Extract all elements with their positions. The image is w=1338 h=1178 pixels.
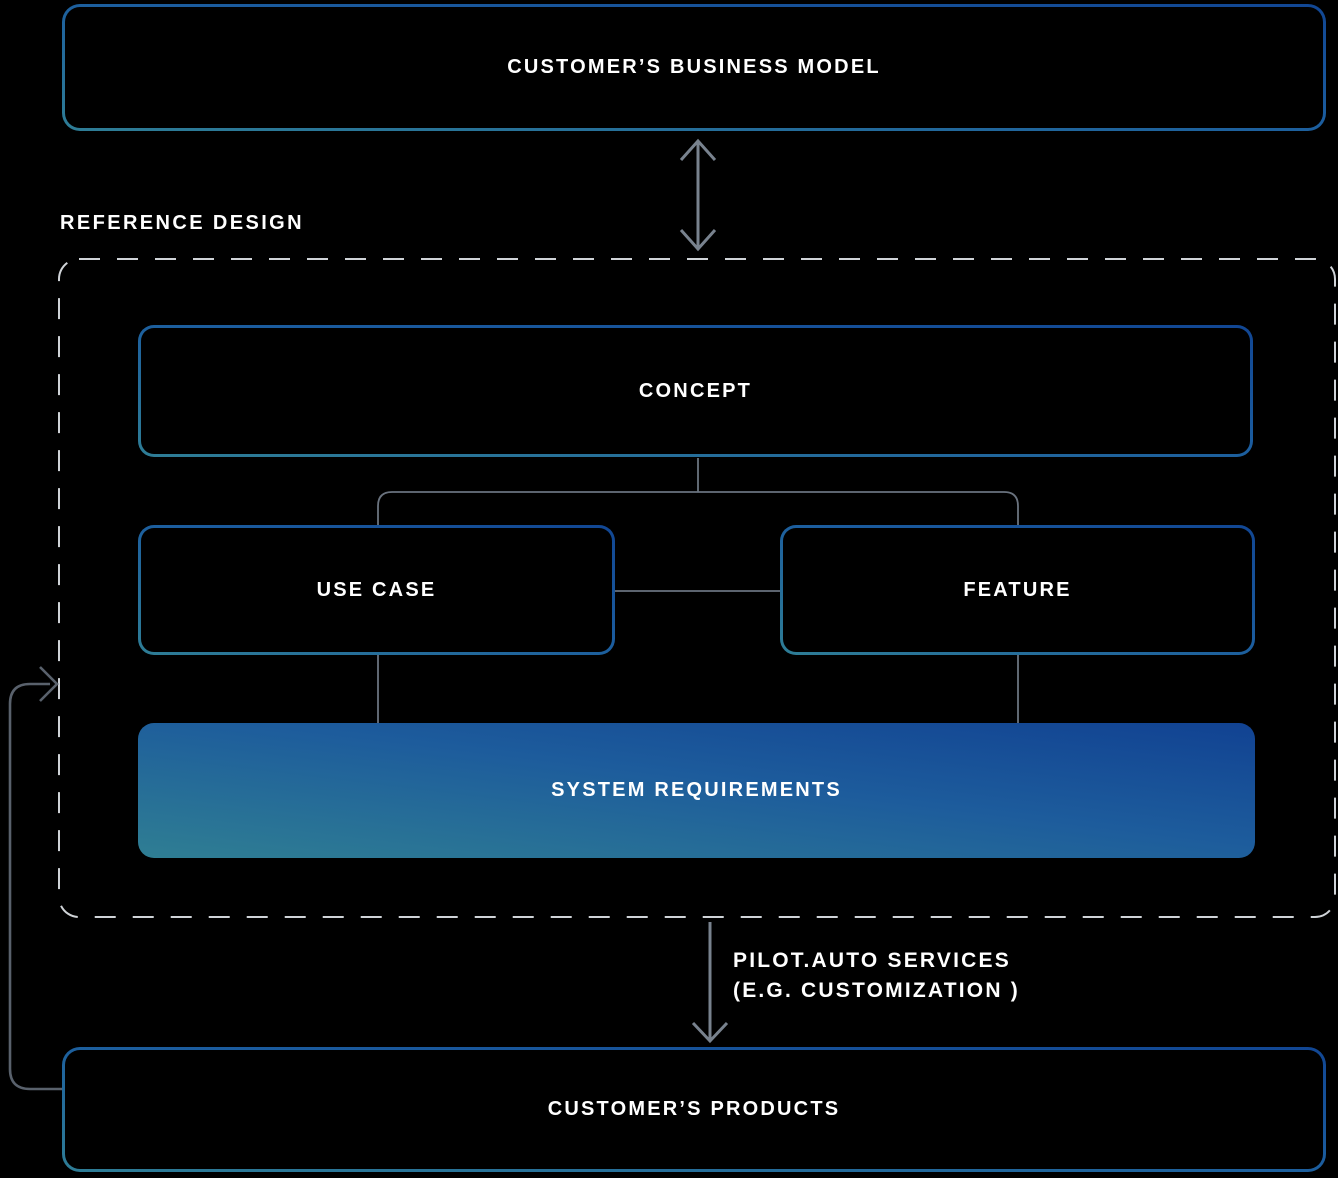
node-customers-products: CUSTOMER’S PRODUCTS [62,1047,1326,1172]
node-label-system-requirements: SYSTEM REQUIREMENTS [551,779,842,801]
node-concept: CONCEPT [138,325,1253,457]
node-system-requirements: SYSTEM REQUIREMENTS [138,723,1255,858]
node-use-case-body: USE CASE [141,528,612,652]
node-customers-business-model-body: CUSTOMER’S BUSINESS MODEL [65,7,1323,128]
node-label-customers-business-model: CUSTOMER’S BUSINESS MODEL [507,56,881,78]
reference-design-label: REFERENCE DESIGN [60,212,304,234]
node-feature: FEATURE [780,525,1255,655]
node-customers-business-model: CUSTOMER’S BUSINESS MODEL [62,4,1326,131]
node-label-use-case: USE CASE [316,578,437,601]
feedback-loop-arrow [8,666,62,1091]
node-feature-body: FEATURE [783,528,1252,652]
node-label-feature: FEATURE [963,578,1072,601]
node-concept-body: CONCEPT [141,328,1250,454]
node-use-case: USE CASE [138,525,615,655]
node-customers-products-body: CUSTOMER’S PRODUCTS [65,1050,1323,1169]
reference-design-dashed-border [58,258,1336,918]
services-annotation-line-2: (E.G. CUSTOMIZATION ) [733,979,1020,1003]
down-arrow-icon [691,922,729,1044]
services-annotation: PILOT.AUTO SERVICES (E.G. CUSTOMIZATION … [733,946,1020,1007]
node-label-customers-products: CUSTOMER’S PRODUCTS [547,1098,841,1120]
concept-branch-connector [377,491,1019,525]
node-label-concept: CONCEPT [638,379,753,402]
services-annotation-line-1: PILOT.AUTO SERVICES [733,949,1011,972]
bidirectional-arrow-icon [679,138,717,252]
